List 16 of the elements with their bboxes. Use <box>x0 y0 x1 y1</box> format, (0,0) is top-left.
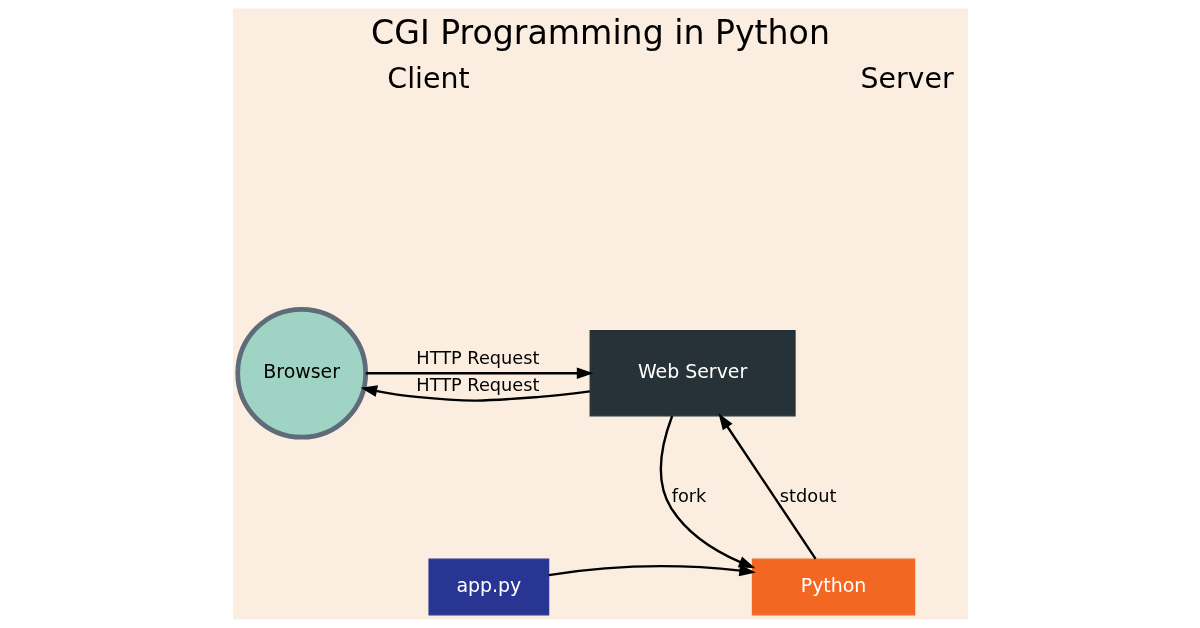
edge-label: HTTP Request <box>415 374 539 395</box>
arrow <box>548 564 756 577</box>
label: Client <box>386 61 470 95</box>
arrow <box>717 413 817 560</box>
edge-label: HTTP Request <box>415 347 539 368</box>
node-box: app.py <box>427 558 549 616</box>
edge-label: fork <box>671 486 706 507</box>
label: Server <box>859 61 954 95</box>
diagram-title: CGI Programming in Python <box>370 13 830 53</box>
node-box: Web Server <box>589 330 796 417</box>
arrow <box>360 385 590 402</box>
node-box: Python <box>751 558 915 616</box>
arrow <box>365 367 593 380</box>
edge-label: stdout <box>779 486 836 507</box>
arrow <box>659 415 755 569</box>
node-circle: Browser <box>234 306 368 440</box>
